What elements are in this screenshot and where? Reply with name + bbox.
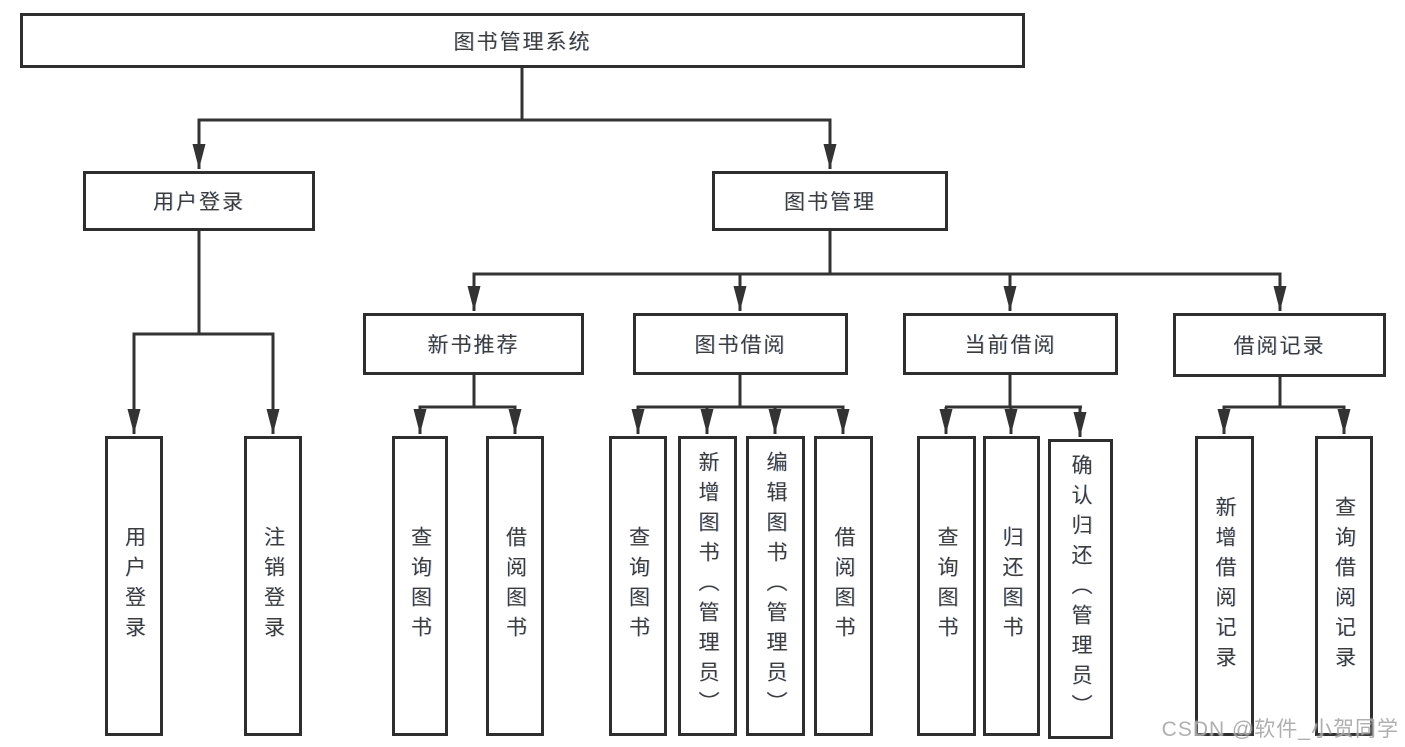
- leaf-nb-borrow-books-label: 借阅图书: [503, 526, 527, 646]
- node-book-management-label: 图书管理: [784, 191, 876, 214]
- leaf-logout: 注销登录: [244, 436, 302, 736]
- leaf-br-query-record-label: 查询借阅记录: [1332, 496, 1356, 676]
- leaf-cb-return-books-label: 归还图书: [1000, 526, 1023, 646]
- leaf-cb-return-books: 归还图书: [983, 436, 1040, 736]
- node-root-label: 图书管理系统: [453, 30, 592, 54]
- node-new-book-recommend: 新书推荐: [363, 313, 584, 375]
- leaf-bb-add-books-admin-label: 新增图书（管理员）: [696, 451, 719, 721]
- node-root: 图书管理系统: [20, 13, 1025, 68]
- leaf-br-add-record: 新增借阅记录: [1195, 436, 1254, 736]
- node-book-borrow: 图书借阅: [633, 313, 848, 375]
- node-borrow-records-label: 借阅记录: [1233, 335, 1326, 358]
- leaf-bb-query-books-label: 查询图书: [626, 526, 650, 646]
- leaf-cb-query-books: 查询图书: [917, 436, 976, 736]
- node-book-borrow-label: 图书借阅: [694, 334, 787, 357]
- node-user-login-label: 用户登录: [153, 191, 245, 214]
- leaf-nb-query-books: 查询图书: [392, 436, 448, 736]
- node-user-login: 用户登录: [83, 171, 315, 231]
- leaf-logout-label: 注销登录: [261, 526, 285, 646]
- leaf-nb-query-books-label: 查询图书: [408, 526, 432, 646]
- node-book-management: 图书管理: [712, 171, 948, 231]
- leaf-bb-borrow-books: 借阅图书: [814, 436, 873, 736]
- node-current-borrow-label: 当前借阅: [964, 334, 1057, 357]
- leaf-cb-confirm-return-admin: 确认归还（管理员）: [1048, 439, 1113, 739]
- node-new-book-recommend-label: 新书推荐: [427, 334, 520, 357]
- node-borrow-records: 借阅记录: [1173, 313, 1386, 377]
- leaf-br-query-record: 查询借阅记录: [1315, 436, 1373, 736]
- csdn-watermark: CSDN @软件_小贺同学: [1161, 718, 1399, 741]
- node-current-borrow: 当前借阅: [903, 313, 1118, 375]
- leaf-bb-query-books: 查询图书: [609, 436, 667, 736]
- leaf-cb-query-books-label: 查询图书: [935, 526, 958, 646]
- leaf-nb-borrow-books: 借阅图书: [486, 436, 544, 736]
- leaf-bb-edit-books-admin-label: 编辑图书（管理员）: [764, 451, 787, 721]
- leaf-user-login: 用户登录: [105, 436, 163, 736]
- leaf-br-add-record-label: 新增借阅记录: [1213, 496, 1236, 676]
- leaf-user-login-label: 用户登录: [122, 526, 146, 646]
- leaf-bb-edit-books-admin: 编辑图书（管理员）: [746, 436, 805, 736]
- leaf-bb-add-books-admin: 新增图书（管理员）: [678, 436, 737, 736]
- leaf-cb-confirm-return-admin-label: 确认归还（管理员）: [1069, 454, 1092, 724]
- leaf-bb-borrow-books-label: 借阅图书: [832, 526, 855, 646]
